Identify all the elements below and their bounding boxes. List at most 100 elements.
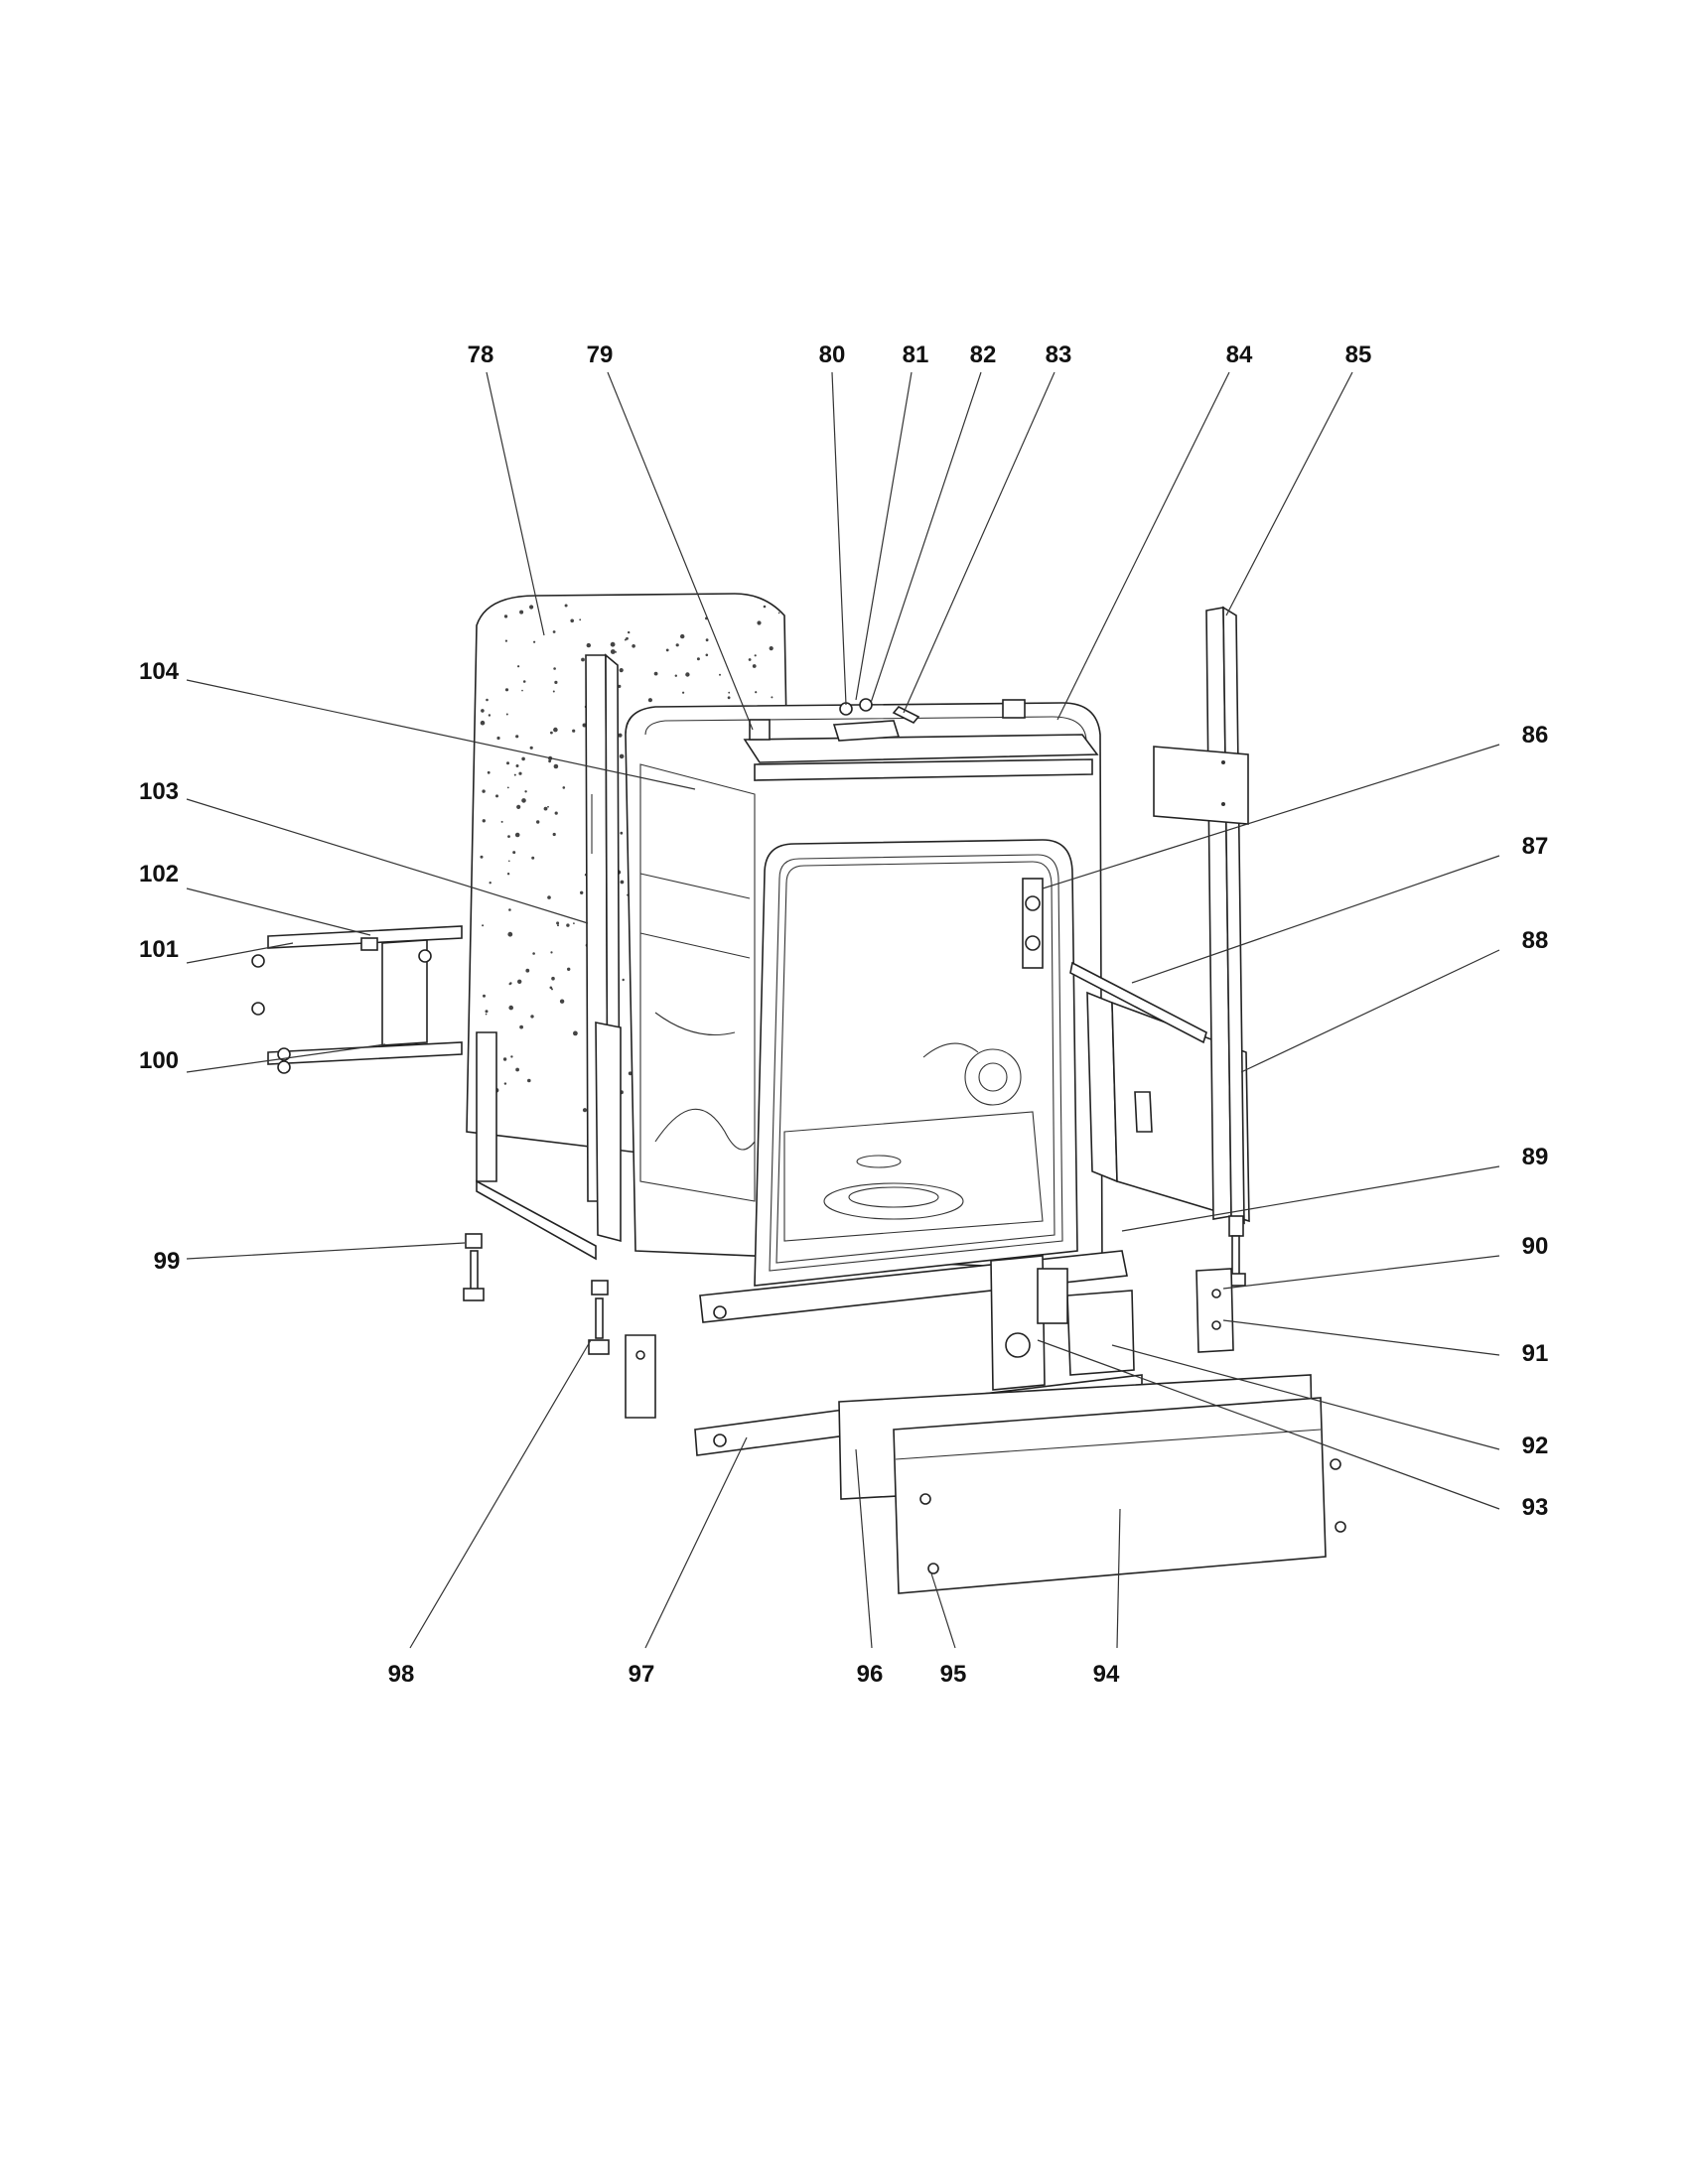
insulation-speck bbox=[582, 1108, 588, 1113]
insulation-speck bbox=[550, 951, 553, 954]
insulation-speck bbox=[529, 605, 534, 610]
center-bracket bbox=[990, 1255, 1135, 1391]
insulation-speck bbox=[551, 976, 555, 981]
insulation-speck bbox=[512, 851, 516, 855]
insulation-speck bbox=[573, 922, 575, 924]
insulation-speck bbox=[705, 638, 709, 642]
insulation-speck bbox=[548, 759, 551, 763]
insulation-speck bbox=[769, 646, 774, 651]
insulation-speck bbox=[619, 753, 625, 759]
insulation-speck bbox=[482, 819, 486, 823]
insulation-speck bbox=[530, 1015, 534, 1019]
callout-83: 83 bbox=[1046, 341, 1072, 368]
insulation-speck bbox=[580, 890, 584, 894]
callout-88: 88 bbox=[1522, 927, 1549, 954]
callout-85: 85 bbox=[1345, 341, 1372, 368]
insulation-speck bbox=[517, 979, 522, 984]
callout-92: 92 bbox=[1522, 1433, 1549, 1459]
insulation-speck bbox=[549, 986, 553, 990]
callout-87: 87 bbox=[1522, 833, 1549, 860]
insulation-speck bbox=[533, 640, 536, 643]
insulation-speck bbox=[515, 735, 519, 739]
insulation-speck bbox=[500, 820, 503, 823]
callout-89: 89 bbox=[1522, 1144, 1549, 1170]
insulation-speck bbox=[488, 714, 492, 717]
insulation-speck bbox=[586, 642, 591, 648]
leader-lines bbox=[186, 371, 1500, 1649]
insulation-speck bbox=[680, 633, 685, 639]
insulation-speck bbox=[480, 720, 486, 726]
insulation-speck bbox=[514, 832, 520, 838]
insulation-speck bbox=[496, 736, 500, 741]
tub-opening-gasket bbox=[754, 839, 1078, 1287]
insulation-speck bbox=[771, 696, 774, 699]
insulation-speck bbox=[495, 794, 498, 798]
insulation-speck bbox=[527, 1078, 531, 1083]
callout-labels: 78 79 80 81 82 83 84 85 86 87 88 89 90 9… bbox=[139, 341, 1548, 1688]
insulation-speck bbox=[508, 908, 511, 911]
insulation-speck bbox=[553, 763, 559, 769]
insulation-speck bbox=[562, 786, 566, 789]
insulation-speck bbox=[552, 630, 556, 633]
insulation-speck bbox=[551, 988, 553, 991]
insulation-speck bbox=[507, 931, 513, 937]
insulation-speck bbox=[556, 921, 560, 925]
insulation-speck bbox=[610, 641, 616, 647]
insulation-speck bbox=[485, 1013, 488, 1016]
right-small-bracket bbox=[1196, 1268, 1234, 1353]
callout-102: 102 bbox=[139, 861, 179, 887]
callout-93: 93 bbox=[1522, 1494, 1549, 1521]
insulation-speck bbox=[522, 680, 526, 683]
insulation-speck bbox=[502, 1057, 507, 1061]
insulation-speck bbox=[524, 790, 527, 793]
callout-91: 91 bbox=[1522, 1340, 1549, 1367]
insulation-speck bbox=[505, 713, 508, 716]
insulation-speck bbox=[543, 806, 548, 811]
insulation-speck bbox=[620, 831, 624, 835]
insulation-speck bbox=[521, 798, 526, 803]
insulation-speck bbox=[506, 761, 509, 765]
right-upright bbox=[1153, 606, 1249, 1225]
insulation-speck bbox=[564, 604, 568, 608]
callout-96: 96 bbox=[857, 1661, 884, 1688]
insulation-speck bbox=[579, 618, 582, 621]
insulation-speck bbox=[777, 612, 780, 614]
callout-82: 82 bbox=[970, 341, 997, 368]
insulation-speck bbox=[622, 978, 625, 982]
insulation-speck bbox=[554, 811, 558, 815]
insulation-speck bbox=[620, 880, 625, 885]
insulation-speck bbox=[521, 689, 523, 692]
insulation-speck bbox=[481, 709, 485, 713]
insulation-speck bbox=[480, 855, 484, 859]
callout-78: 78 bbox=[468, 341, 494, 368]
insulation-speck bbox=[665, 648, 669, 652]
insulation-speck bbox=[728, 691, 731, 694]
insulation-speck bbox=[675, 643, 679, 647]
insulation-speck bbox=[618, 733, 623, 738]
insulation-speck bbox=[559, 999, 565, 1004]
callout-84: 84 bbox=[1226, 341, 1253, 368]
insulation-speck bbox=[552, 690, 555, 693]
insulation-speck bbox=[554, 680, 558, 685]
callout-79: 79 bbox=[587, 341, 614, 368]
insulation-speck bbox=[536, 820, 540, 824]
callout-95: 95 bbox=[940, 1661, 967, 1688]
insulation-speck bbox=[763, 605, 767, 609]
insulation-speck bbox=[705, 653, 709, 657]
insulation-speck bbox=[503, 614, 508, 618]
insulation-speck bbox=[696, 657, 700, 661]
insulation-speck bbox=[504, 688, 509, 692]
insulation-speck bbox=[486, 698, 489, 702]
insulation-speck bbox=[566, 923, 570, 927]
top-frame bbox=[743, 698, 1099, 781]
insulation-speck bbox=[752, 664, 757, 668]
callout-81: 81 bbox=[903, 341, 929, 368]
callout-104: 104 bbox=[139, 658, 180, 685]
insulation-speck bbox=[553, 727, 558, 733]
insulation-speck bbox=[653, 671, 658, 676]
insulation-speck bbox=[510, 1055, 513, 1058]
insulation-speck bbox=[632, 644, 635, 648]
left-side-bracket bbox=[476, 1022, 622, 1261]
kick-plate bbox=[838, 1374, 1346, 1594]
